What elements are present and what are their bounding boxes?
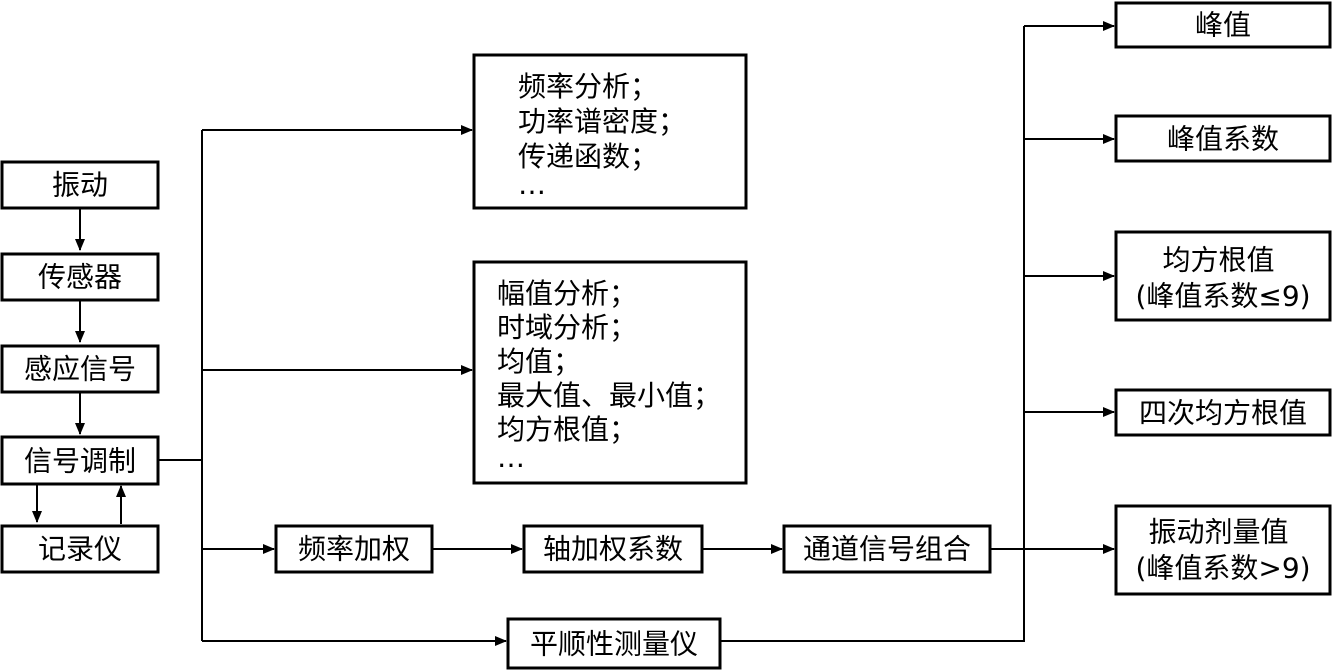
node-ride-comfort-meter-label: 平顺性测量仪 xyxy=(530,628,698,661)
node-induced-signal: 感应信号 xyxy=(0,344,160,394)
rms-lines: 均方根值 (峰值系数≤9) xyxy=(1135,234,1310,313)
node-frequency-weighting: 频率加权 xyxy=(274,524,434,574)
node-vibration-label: 振动 xyxy=(52,169,108,202)
node-recorder-label: 记录仪 xyxy=(38,533,122,566)
edge-meter-right-bus xyxy=(720,26,1025,642)
node-rms: 均方根值 (峰值系数≤9) xyxy=(1114,230,1332,322)
node-crest-factor-label: 峰值系数 xyxy=(1167,123,1279,156)
amplitude-analysis-line: 均值； xyxy=(497,345,581,378)
node-sensor: 传感器 xyxy=(0,252,160,302)
node-amplitude-analysis: 幅值分析； 时域分析； 均值； 最大值、最小值； 均方根值； … xyxy=(472,260,748,485)
rms-line: 均方根值 xyxy=(1163,244,1275,277)
node-channel-signal-combination-label: 通道信号组合 xyxy=(803,533,971,566)
amplitude-analysis-lines: 幅值分析； 时域分析； 均值； 最大值、最小值； 均方根值； … xyxy=(497,277,730,474)
node-frequency-weighting-label: 频率加权 xyxy=(298,533,410,566)
connectors xyxy=(32,21,1115,646)
node-peak: 峰值 xyxy=(1114,1,1332,49)
frequency-analysis-line: 传递函数； xyxy=(518,140,658,173)
node-crest-factor: 峰值系数 xyxy=(1114,114,1332,163)
frequency-analysis-line: … xyxy=(518,168,546,201)
frequency-analysis-line: 功率谱密度； xyxy=(518,105,686,138)
node-sensor-label: 传感器 xyxy=(38,261,122,294)
node-ride-comfort-meter: 平顺性测量仪 xyxy=(506,617,722,670)
node-rmq-label: 四次均方根值 xyxy=(1139,397,1307,430)
node-rmq: 四次均方根值 xyxy=(1114,388,1332,437)
amplitude-analysis-line: 最大值、最小值； xyxy=(497,379,721,412)
node-axis-weighting-factor-label: 轴加权系数 xyxy=(543,533,683,566)
node-peak-label: 峰值 xyxy=(1195,9,1251,42)
frequency-analysis-lines: 频率分析； 功率谱密度； 传递函数； … xyxy=(518,70,695,201)
node-signal-conditioning: 信号调制 xyxy=(0,435,160,486)
rms-line: (峰值系数≤9) xyxy=(1135,280,1310,313)
frequency-analysis-line: 频率分析； xyxy=(518,70,658,103)
node-vdv: 振动剂量值 (峰值系数>9) xyxy=(1114,504,1332,596)
amplitude-analysis-line: 时域分析； xyxy=(497,311,637,344)
node-axis-weighting-factor: 轴加权系数 xyxy=(522,524,704,574)
amplitude-analysis-line: 幅值分析； xyxy=(497,277,637,310)
vdv-line: 振动剂量值 xyxy=(1149,516,1289,549)
node-induced-signal-label: 感应信号 xyxy=(24,353,136,386)
amplitude-analysis-line: 均方根值； xyxy=(497,413,637,446)
vdv-line: (峰值系数>9) xyxy=(1135,552,1310,585)
amplitude-analysis-line: … xyxy=(497,441,525,474)
vdv-lines: 振动剂量值 (峰值系数>9) xyxy=(1135,506,1310,585)
node-channel-signal-combination: 通道信号组合 xyxy=(782,524,992,574)
node-recorder: 记录仪 xyxy=(0,524,160,574)
node-vibration: 振动 xyxy=(0,160,160,210)
node-frequency-analysis: 频率分析； 功率谱密度； 传递函数； … xyxy=(472,53,748,210)
node-signal-conditioning-label: 信号调制 xyxy=(24,445,136,478)
